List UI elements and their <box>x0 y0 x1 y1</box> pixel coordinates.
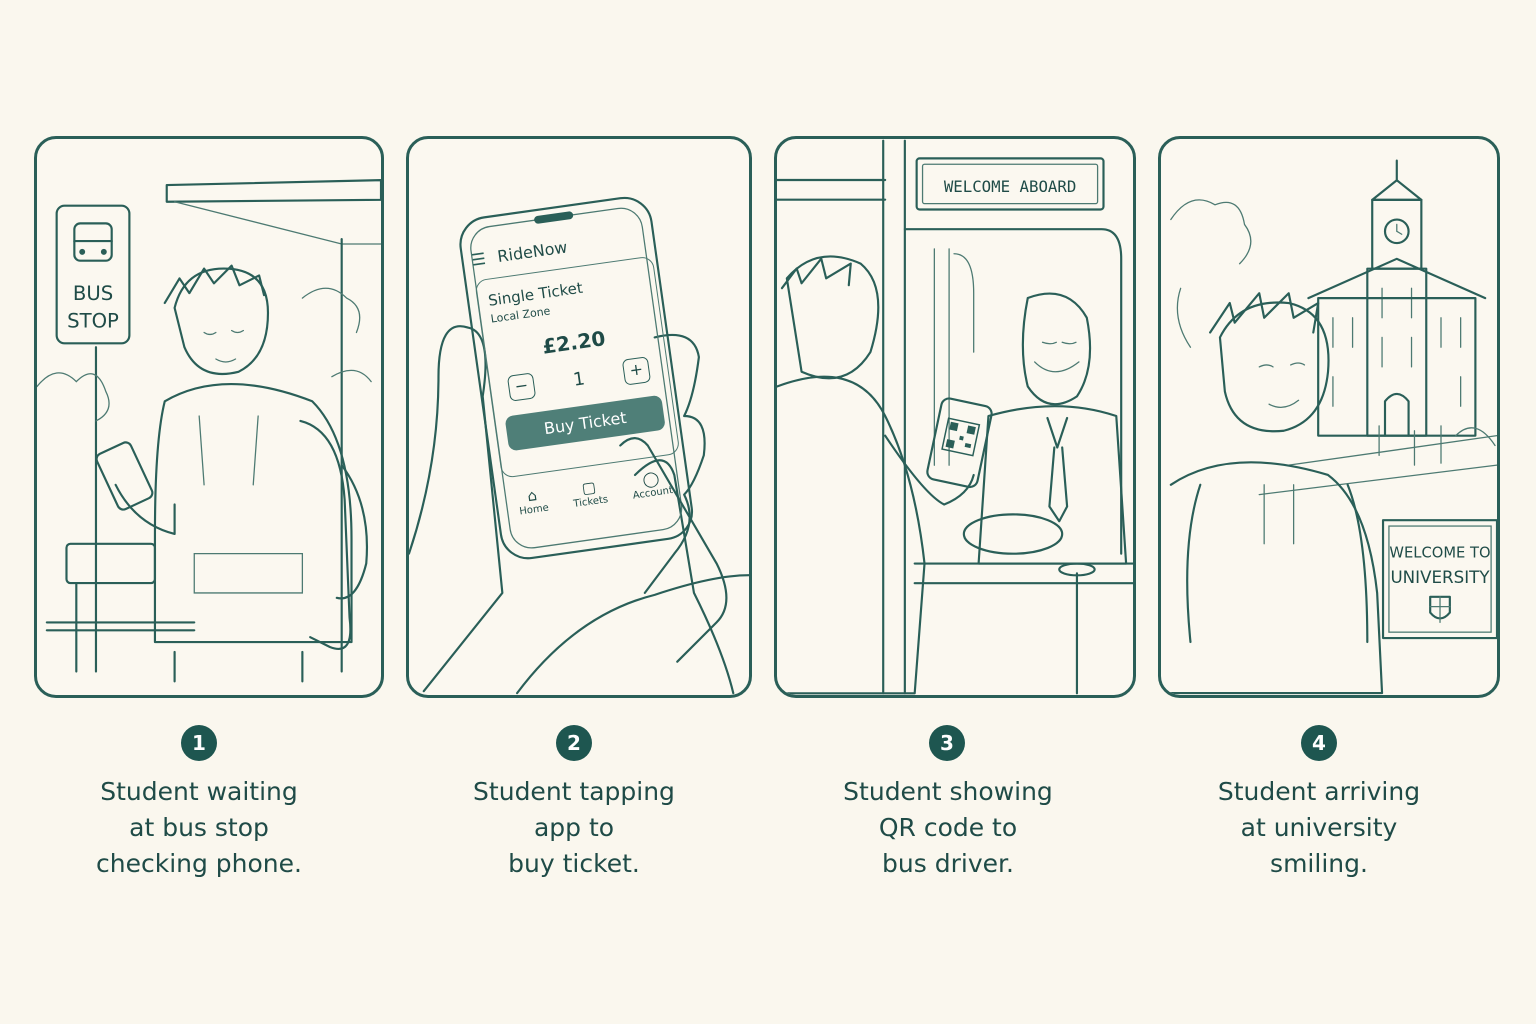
decrement-button[interactable]: − <box>506 372 537 402</box>
university-text: UNIVERSITY <box>1390 567 1490 587</box>
caption-line: Student waiting <box>100 777 298 806</box>
phone-icon <box>95 441 154 511</box>
welcome-university-sign <box>1381 519 1497 640</box>
step-caption-4: Student arriving at university smiling. <box>1169 774 1469 882</box>
nav-home[interactable]: ⌂Home <box>516 485 550 517</box>
panel-app: ☰ RideNow Single Ticket Local Zone £2.20… <box>406 136 752 698</box>
caption-line: Student showing <box>843 777 1053 806</box>
step-number-badge-3: 3 <box>929 725 965 761</box>
caption-line: Student tapping <box>473 777 675 806</box>
student-figure <box>1164 292 1384 695</box>
increment-button[interactable]: + <box>621 356 652 386</box>
shield-icon <box>1429 595 1451 620</box>
buy-ticket-button[interactable]: Buy Ticket <box>504 394 666 452</box>
driver-figure <box>977 292 1128 565</box>
step-number-badge-1: 1 <box>181 725 217 761</box>
app-title: RideNow <box>496 236 569 266</box>
nav-tickets[interactable]: ▢Tickets <box>570 476 609 510</box>
student-figure <box>777 255 975 695</box>
caption-line: QR code to <box>878 813 1018 842</box>
ticket-card: Single Ticket Local Zone £2.20 − 1 + Buy… <box>474 255 681 479</box>
menu-icon[interactable]: ☰ <box>470 248 487 270</box>
welcome-aboard-text: WELCOME ABOARD <box>944 177 1077 196</box>
panel-bus-stop: BUS STOP <box>34 136 384 698</box>
caption-line: bus driver. <box>882 849 1014 878</box>
step-caption-2: Student tapping app to buy ticket. <box>424 774 724 882</box>
quantity-stepper: − 1 + <box>499 355 659 403</box>
caption-line: at university <box>1240 813 1398 842</box>
caption-line: smiling. <box>1270 849 1368 878</box>
qr-phone <box>926 397 993 489</box>
sign-line-stop: STOP <box>67 310 119 333</box>
step-number-badge-2: 2 <box>556 725 592 761</box>
quantity-value: 1 <box>571 367 587 391</box>
driver-illustration: WELCOME ABOARD <box>777 139 1133 695</box>
caption-line: Student arriving <box>1217 777 1421 806</box>
welcome-aboard-sign <box>915 157 1105 211</box>
step-number-badge-4: 4 <box>1301 725 1337 761</box>
welcome-to-text: WELCOME TO <box>1389 544 1490 561</box>
caption-line: at bus stop <box>129 813 269 842</box>
student-figure <box>153 264 368 683</box>
caption-line: buy ticket. <box>508 849 640 878</box>
university-illustration: WELCOME TO UNIVERSITY <box>1164 159 1497 695</box>
step-caption-3: Student showing QR code to bus driver. <box>798 774 1098 882</box>
nav-account[interactable]: ◯Account <box>630 467 674 502</box>
sign-line-bus: BUS <box>73 282 113 305</box>
qr-code-icon <box>941 417 981 457</box>
clock-icon <box>1383 218 1410 245</box>
step-caption-1: Student waiting at bus stop checking pho… <box>49 774 349 882</box>
bus-stop-sign <box>55 204 131 345</box>
bus-stop-illustration: BUS STOP <box>37 179 381 683</box>
caption-line: checking phone. <box>96 849 302 878</box>
caption-line: app to <box>533 813 615 842</box>
panel-university: WELCOME TO UNIVERSITY <box>1158 136 1500 698</box>
panel-driver: WELCOME ABOARD <box>774 136 1136 698</box>
